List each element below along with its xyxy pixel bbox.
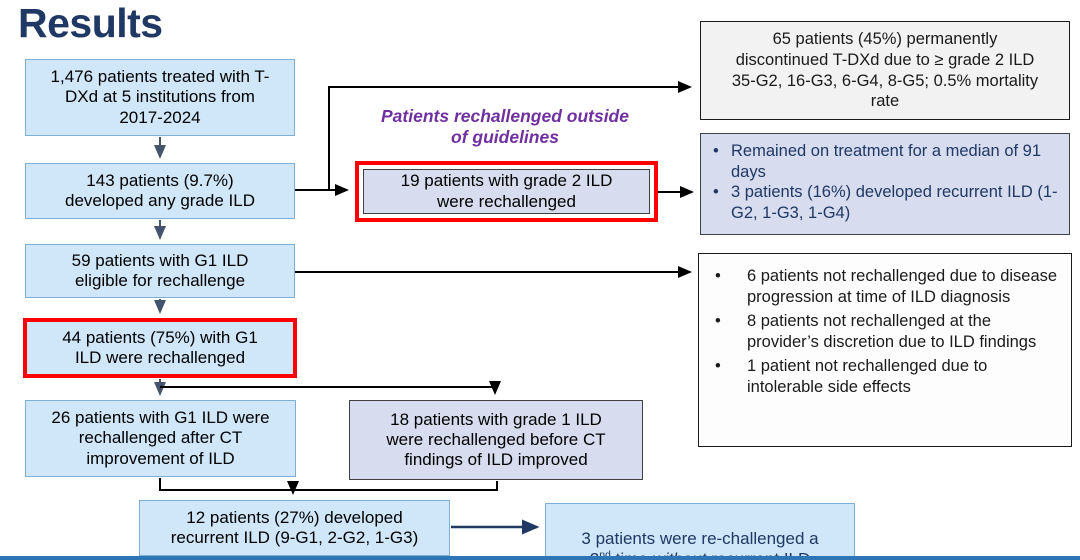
list-item: 8 patients not rechallenged at the provi… xyxy=(715,311,1061,354)
second-rechallenge-text: recurrent ILD xyxy=(706,549,811,560)
label-outside-guidelines: Patients rechallenged outside of guideli… xyxy=(381,106,629,147)
box-any-grade-ild: 143 patients (9.7%) developed any grade … xyxy=(25,163,295,219)
box-total-patients: 1,476 patients treated with T- DXd at 5 … xyxy=(25,59,295,136)
box-ct-improvement: 26 patients with G1 ILD were rechallenge… xyxy=(25,400,296,477)
box-second-rechallenge: 3 patients were re-challenged a 2nd time… xyxy=(545,503,855,560)
list-item: 6 patients not rechallenged due to disea… xyxy=(715,266,1061,309)
arrow-rechallenged-to-before-ct xyxy=(160,381,501,395)
red-highlight-frame: 19 patients with grade 2 ILD were rechal… xyxy=(355,161,658,222)
box-grade2-outcomes: Remained on treatment for a median of 91… xyxy=(700,133,1070,235)
second-rechallenge-text: time xyxy=(610,549,653,560)
second-rechallenge-text: 3 patients were re-challenged a 2 xyxy=(581,529,819,560)
footer-bar xyxy=(0,556,1080,560)
box-recurrent-ild: 12 patients (27%) developed recurrent IL… xyxy=(139,500,450,556)
list-item: 1 patient not rechallenged due to intole… xyxy=(715,356,1061,399)
emphasized-word: without xyxy=(652,549,707,560)
slide-title: Results xyxy=(18,0,163,46)
box-discontinued: 65 patients (45%) permanently discontinu… xyxy=(700,21,1070,120)
ordinal-superscript: nd xyxy=(599,549,611,560)
box-rechallenged-g1-highlighted: 44 patients (75%) with G1 ILD were recha… xyxy=(23,318,297,378)
list-item: 3 patients (16%) developed recurrent ILD… xyxy=(713,182,1061,223)
box-before-ct-rechallenge: 18 patients with grade 1 ILD were rechal… xyxy=(349,400,643,480)
list-item: Remained on treatment for a median of 91… xyxy=(713,141,1061,182)
box-grade2-rechallenged: 19 patients with grade 2 ILD were rechal… xyxy=(363,169,650,214)
box-eligible-rechallenge: 59 patients with G1 ILD eligible for rec… xyxy=(25,244,295,298)
box-not-rechallenged-reasons: 6 patients not rechallenged due to disea… xyxy=(698,253,1072,447)
